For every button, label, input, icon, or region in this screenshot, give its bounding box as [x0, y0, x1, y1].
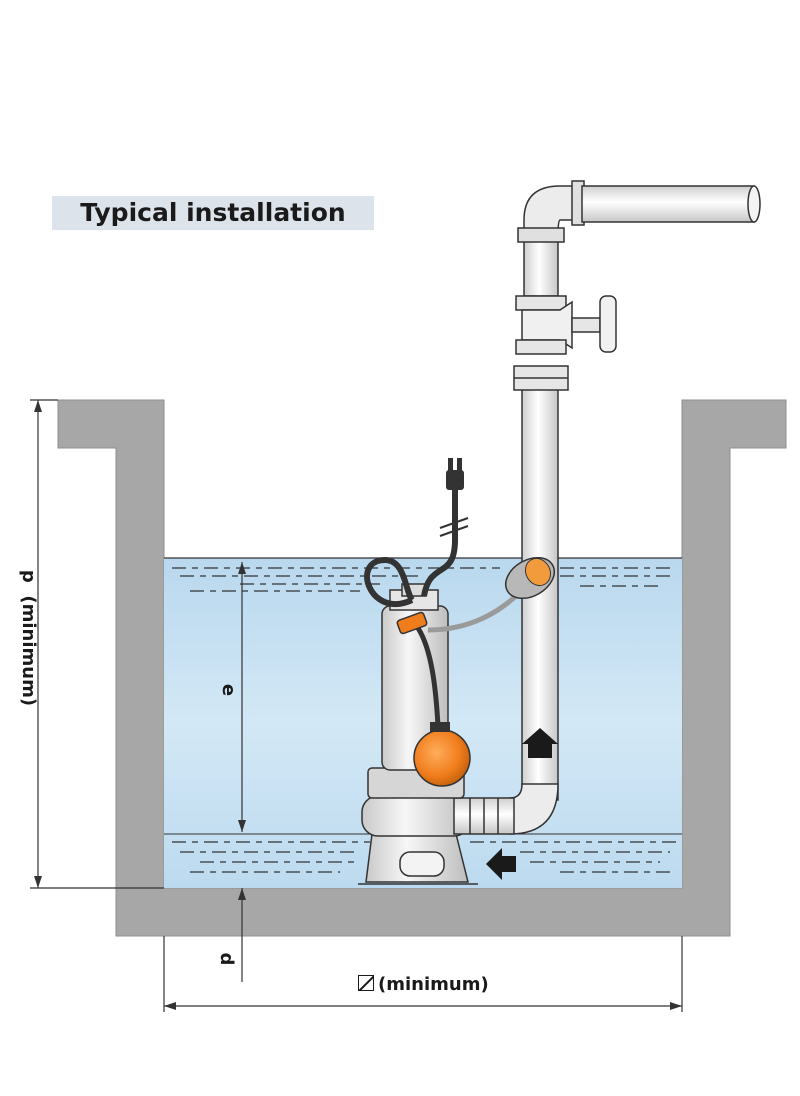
- upper-vertical-pipe: [523, 235, 559, 297]
- diagonal-square-icon: [358, 975, 374, 991]
- elbow-collar: [517, 227, 565, 243]
- arrow-up: [522, 728, 558, 758]
- lower-float-top: [430, 722, 450, 732]
- width-label: (minimum): [358, 973, 489, 997]
- p-label: p (minimum): [16, 548, 40, 728]
- float-switch-upper: [427, 556, 555, 633]
- cable-clamp: [396, 611, 428, 635]
- cable: [421, 486, 458, 597]
- width-minimum-note: (minimum): [378, 974, 489, 995]
- p-letter: p: [18, 569, 39, 583]
- power-cable: [364, 458, 469, 608]
- cable-break-1: [439, 517, 469, 529]
- flow-arrow-icon: [486, 728, 558, 880]
- arrow-left: [486, 848, 516, 880]
- upper-float-cap: [524, 557, 552, 587]
- lower-float: [413, 729, 471, 787]
- valve-flange-top: [515, 295, 567, 311]
- diagram-title: Typical installation: [80, 198, 346, 227]
- cable-loop: [364, 556, 415, 608]
- valve-handwheel: [599, 295, 617, 353]
- wave-dashes-top: [172, 567, 676, 592]
- d-label: d: [216, 952, 237, 966]
- horizontal-pipe: [581, 185, 755, 223]
- p-minimum-note: (minimum): [18, 595, 39, 707]
- valve-stem: [571, 317, 601, 333]
- pump-inlet: [399, 851, 445, 877]
- float-cable: [427, 590, 522, 633]
- dimensions: [30, 399, 683, 1012]
- wave-dashes-bottom: [172, 841, 676, 873]
- float-lower-cable: [415, 626, 441, 727]
- cable-break-2: [439, 525, 469, 537]
- title-banner: Typical installation: [52, 196, 374, 230]
- valve-flange-bottom: [515, 339, 567, 355]
- float-switch-lower: [413, 626, 471, 787]
- pipe-end: [747, 185, 761, 223]
- e-label: e: [218, 683, 239, 697]
- plug-icon: [446, 458, 464, 490]
